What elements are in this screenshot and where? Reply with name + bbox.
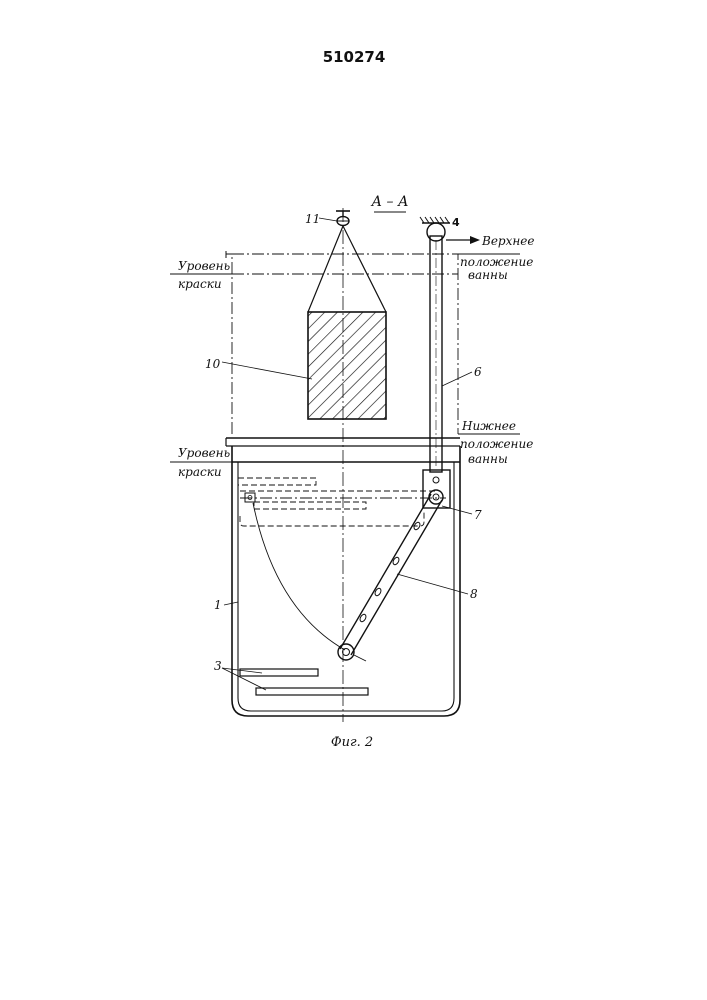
link-8 — [340, 494, 442, 655]
ground-support-4 — [420, 217, 450, 241]
swing-arc — [253, 503, 345, 650]
section-label: А – А — [370, 194, 408, 210]
figure-caption: Фиг. 2 — [331, 735, 373, 750]
paint-level-lower-label-2: краски — [178, 465, 222, 479]
part-number-1: 1 — [214, 598, 222, 612]
paint-level-upper-label-2: краски — [178, 277, 222, 291]
leader-11 — [319, 218, 337, 221]
slider-block-7 — [423, 470, 450, 508]
upper-position-label-2: положение — [460, 255, 533, 269]
part-number-7: 7 — [474, 508, 482, 522]
leader-7 — [442, 506, 472, 514]
workpiece-10 — [308, 312, 386, 419]
part-number-3: 3 — [214, 659, 222, 673]
leader-10 — [222, 362, 312, 379]
lower-position-label-2: положение — [460, 437, 533, 451]
paint-level-upper-label-1: Уровень — [178, 259, 230, 273]
part-number-8: 8 — [470, 587, 478, 601]
part-number-4: 4 — [452, 216, 460, 229]
leader-3b — [222, 668, 266, 690]
leader-1 — [224, 602, 238, 605]
upper-position-label-3: ванны — [468, 268, 508, 282]
part-number-6: 6 — [474, 365, 482, 379]
paint-level-lower-label-1: Уровень — [178, 446, 230, 460]
leader-8 — [397, 574, 468, 594]
suspension-cables — [308, 226, 386, 312]
lower-position-label-3: ванны — [468, 452, 508, 466]
leader-6 — [442, 372, 472, 386]
upper-plates — [238, 478, 436, 526]
lower-position-label-1: Нижнее — [461, 419, 516, 433]
part-number-10: 10 — [205, 357, 221, 371]
patent-number: 510274 — [323, 48, 386, 66]
part-number-11: 11 — [305, 212, 320, 226]
plate-pin-hole — [248, 496, 252, 500]
plate-pin — [245, 493, 255, 502]
upper-position-label-1: Верхнее — [481, 234, 534, 248]
upper-arrow-head — [470, 236, 480, 244]
